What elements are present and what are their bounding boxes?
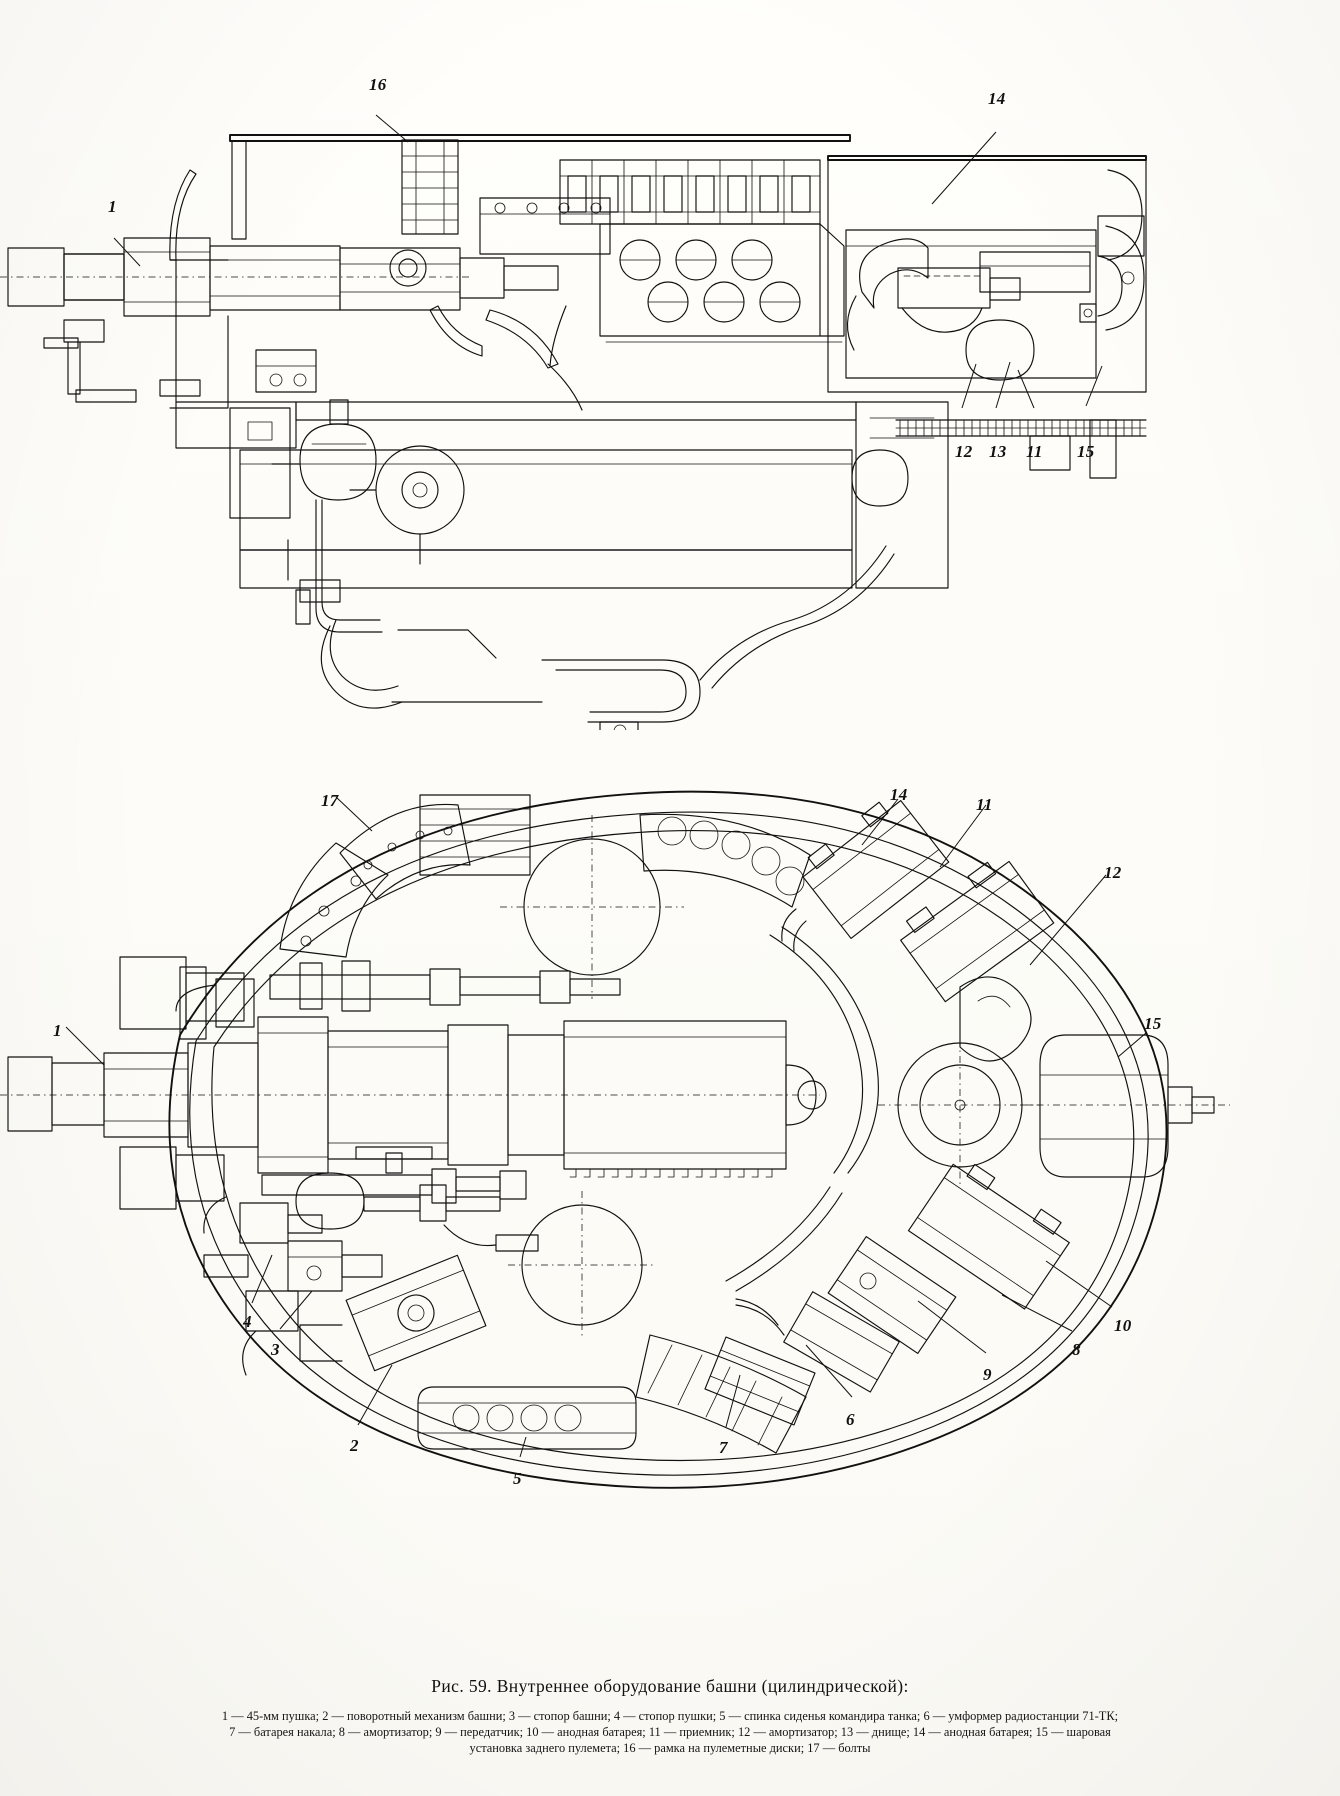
callout-4-plan: 4 (243, 1312, 252, 1331)
floor-plate (965, 319, 1035, 381)
callout-17-plan: 17 (321, 791, 339, 810)
traverse-mechanism-plan (299, 1254, 487, 1372)
caption-line-3: установка заднего пулемета; 16 — рамка н… (469, 1741, 871, 1756)
shock-absorber-upper (1079, 303, 1097, 323)
misc-brackets (75, 349, 317, 625)
radio-receiver (846, 238, 1021, 351)
side-elevation-view (0, 20, 1340, 730)
callout-15-plan: 15 (1144, 1014, 1162, 1033)
callout-6-plan: 6 (846, 1410, 855, 1429)
transmitter-plan (783, 1291, 900, 1393)
callout-leaders-plan (65, 796, 1147, 1458)
callout-13-top: 13 (989, 442, 1007, 461)
turret-ring-plan (878, 1023, 1042, 1187)
gun-lock-plan (203, 1196, 323, 1244)
breech-plan (257, 1016, 827, 1178)
gun-barrel-45mm (0, 237, 470, 395)
hull-lower-structure (175, 401, 949, 589)
caption-line-1: 1 — 45-мм пушка; 2 — поворотный механизм… (221, 1709, 1119, 1723)
anode-battery-plan-upper (781, 800, 950, 952)
callout-11-top: 11 (1026, 442, 1043, 461)
callout-11-plan: 11 (976, 795, 993, 814)
floor-conduit (299, 499, 895, 730)
callout-5-plan: 5 (513, 1469, 522, 1488)
callout-8-plan: 8 (1072, 1340, 1081, 1359)
turret-shell-plan (168, 790, 1168, 1489)
callout-16-top: 16 (369, 75, 387, 94)
callout-1-plan: 1 (53, 1021, 62, 1040)
callout-15-top: 15 (1077, 442, 1095, 461)
cable-conduits-plan (725, 926, 879, 1292)
gun-cradle-assembly (339, 247, 583, 411)
filament-battery-plan (635, 1334, 807, 1454)
caption-title: Рис. 59. Внутреннее оборудование башни (… (431, 1676, 909, 1696)
receiver-plan (900, 860, 1055, 1003)
gun-mount-plan (0, 956, 820, 1210)
callout-14-plan: 14 (890, 785, 908, 804)
control-rods-plan (295, 1146, 539, 1252)
callout-9-plan: 9 (983, 1365, 992, 1384)
shock-absorber-lower-plan (827, 1236, 957, 1354)
ammo-bin-ports (599, 223, 845, 343)
turret-ring-race (895, 419, 1147, 479)
roof-hatches (500, 815, 684, 1339)
callout-12-plan: 12 (1104, 863, 1122, 882)
callout-1-top: 1 (108, 197, 117, 216)
breech-guard (479, 197, 611, 255)
callout-2-plan: 2 (350, 1436, 359, 1455)
caption-legend: 1 — 45-мм пушка; 2 — поворотный механизм… (45, 1708, 1295, 1756)
traverse-rods (175, 960, 621, 1204)
left-rear-brackets (203, 1254, 299, 1376)
umformer-plan (704, 1298, 816, 1426)
caption-line-2: 7 — батарея накала; 8 — амортизатор; 9 —… (229, 1725, 1111, 1740)
commander-seat-back (417, 1386, 637, 1450)
rear-mg-mount-plan (1020, 1034, 1230, 1178)
callout-10-plan: 10 (1114, 1316, 1132, 1335)
turret-wall-outline (169, 134, 851, 409)
turret-lock-plan (287, 1240, 383, 1292)
elevating-handwheel (349, 445, 465, 565)
callout-3-plan: 3 (271, 1340, 280, 1359)
mg-disc-frame (401, 139, 459, 235)
callout-7-plan: 7 (719, 1438, 728, 1457)
traverse-gearbox (271, 399, 377, 501)
radio-compartment (827, 155, 1147, 393)
anode-battery-upper (845, 229, 1097, 379)
callout-leaders (113, 114, 1103, 409)
ammo-row-plan-upper (639, 813, 811, 908)
callout-14-top: 14 (988, 89, 1006, 108)
shock-absorber-plan (959, 976, 1032, 1062)
bolt-ring (279, 794, 531, 958)
plan-view (0, 735, 1340, 1665)
callout-12-top: 12 (955, 442, 973, 461)
rear-mg-ball-mount (1105, 225, 1145, 331)
figure-caption: Рис. 59. Внутреннее оборудование башни (… (0, 1676, 1340, 1756)
anode-battery-plan-lower (907, 1163, 1070, 1310)
